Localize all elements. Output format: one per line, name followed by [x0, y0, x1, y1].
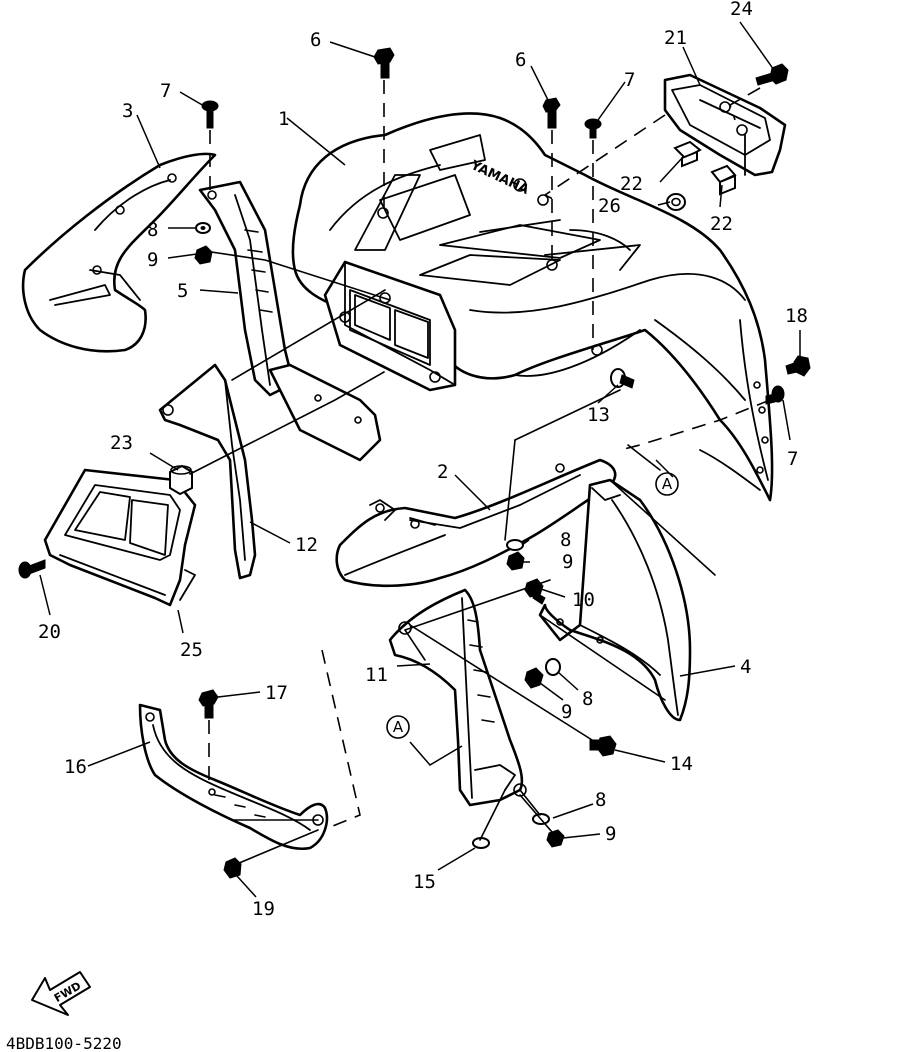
callout-9-c: 9 [561, 701, 572, 723]
bracket-part-11 [388, 588, 527, 807]
callout-8-b: 8 [560, 529, 571, 551]
callout-5: 5 [177, 280, 188, 302]
screw-part-7-top [201, 100, 219, 129]
washer-part-8-a [195, 222, 211, 234]
callout-4: 4 [740, 656, 751, 678]
reference-marker-a-upper: A [655, 472, 679, 496]
bolt-part-14 [589, 735, 617, 757]
nut-part-9-c [524, 667, 544, 689]
callout-6-left: 6 [310, 29, 321, 51]
washer-part-8-b [506, 539, 524, 551]
callout-7-right: 7 [787, 448, 798, 470]
callout-22-left: 22 [620, 173, 643, 195]
callout-9-a: 9 [147, 249, 158, 271]
headlight-frame-part-25 [43, 468, 197, 607]
front-fender-part-1: YAMAHA [291, 112, 774, 502]
bolt-part-6-left [373, 47, 395, 79]
reference-marker-a-lower: A [386, 715, 410, 739]
callout-22-right: 22 [710, 213, 733, 235]
callout-2: 2 [437, 461, 448, 483]
screw-part-20 [18, 559, 46, 579]
bracket-part-5 [198, 180, 382, 462]
bracket-part-16 [138, 703, 329, 851]
reference-marker-a-lower-text: A [393, 718, 404, 736]
callout-9-d: 9 [605, 823, 616, 845]
assembly-lines [189, 80, 771, 867]
callout-7-mid: 7 [624, 69, 635, 91]
callout-8-a: 8 [147, 219, 158, 241]
washer-part-8-c [545, 658, 561, 676]
callout-1: 1 [278, 108, 289, 130]
forward-direction-arrow: FWD [31, 971, 91, 1016]
callout-11: 11 [365, 664, 388, 686]
callout-8-c: 8 [582, 688, 593, 710]
callout-15: 15 [413, 871, 436, 893]
side-strip-part-12 [158, 363, 257, 580]
bolt-part-17 [198, 689, 219, 719]
nut-part-19 [223, 857, 242, 879]
callout-labels: 1 2 3 4 5 6 6 7 7 7 8 8 8 8 9 9 9 9 10 1… [38, 0, 808, 920]
callout-26: 26 [598, 195, 621, 217]
bolt-part-13 [610, 368, 635, 389]
spacer-part-23 [169, 464, 193, 496]
callout-23: 23 [110, 432, 133, 454]
callout-7-top: 7 [160, 80, 171, 102]
callout-18: 18 [785, 305, 808, 327]
callout-6-right: 6 [515, 49, 526, 71]
nut-part-9-d [546, 829, 565, 848]
bolt-part-18 [785, 355, 811, 377]
reference-marker-a-upper-text: A [662, 475, 673, 493]
bolt-part-24 [755, 63, 789, 86]
callout-17: 17 [265, 682, 288, 704]
mudguard-part-4 [538, 478, 692, 722]
nut-part-9-a [194, 245, 213, 265]
screw-part-7-mid [584, 118, 602, 139]
pad-part-22 [673, 140, 737, 196]
diagram-code: 4BDB100-5220 [6, 1034, 122, 1052]
callout-16: 16 [64, 756, 87, 778]
callout-20: 20 [38, 621, 61, 643]
bolt-part-6-right [542, 97, 561, 129]
side-cover-part-3 [21, 152, 217, 353]
callout-10: 10 [572, 589, 595, 611]
headlight-housing [323, 260, 457, 392]
callout-21: 21 [664, 27, 687, 49]
callout-19: 19 [252, 898, 275, 920]
callout-9-b: 9 [562, 551, 573, 573]
callout-13: 13 [587, 404, 610, 426]
callout-12: 12 [295, 534, 318, 556]
callout-14: 14 [670, 753, 693, 775]
callout-25: 25 [180, 639, 203, 661]
callout-3: 3 [122, 100, 133, 122]
callout-8-d: 8 [595, 789, 606, 811]
grommet-part-26 [666, 193, 686, 211]
nut-part-9-b [506, 551, 525, 571]
front-panel-part-2 [335, 458, 617, 588]
callout-24: 24 [730, 0, 753, 20]
